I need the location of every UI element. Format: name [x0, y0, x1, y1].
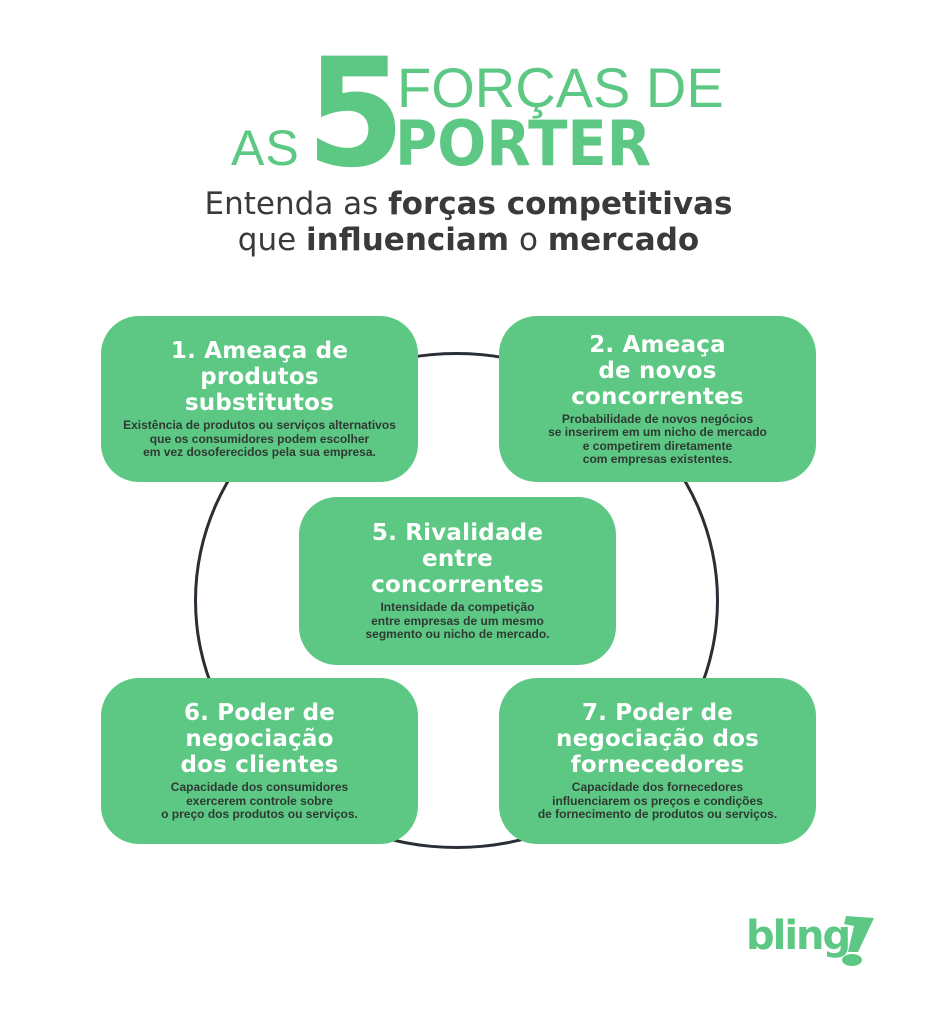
title-as: AS — [231, 120, 300, 176]
subtitle-emphasis: forças competitivas — [388, 186, 733, 222]
force-card-title: 6. Poder de negociação dos clientes — [180, 700, 339, 779]
force-card-competitive-rivalry: 5. Rivalidade entre concorrentes Intensi… — [299, 497, 616, 665]
force-card-buyer-power: 6. Poder de negociação dos clientes Capa… — [101, 678, 418, 844]
force-card-description: Capacidade dos consumidores exercerem co… — [161, 780, 358, 822]
force-card-description: Probabilidade de novos negócios se inser… — [548, 411, 767, 466]
force-card-description: Intensidade da competição entre empresas… — [365, 600, 550, 642]
subtitle-line-2: que influenciam o mercado — [0, 222, 937, 258]
connecting-circle — [194, 352, 719, 849]
title-porter: PORTER — [395, 107, 652, 180]
subtitle: Entenda as forças competitivas que influ… — [0, 186, 937, 258]
force-card-new-entrants: 2. Ameaça de novos concorrentes Probabil… — [499, 316, 816, 482]
logo-wordmark: bling — [746, 913, 851, 959]
title-forcas-de: FORÇAS DE — [397, 56, 724, 119]
force-card-title: 7. Poder de negociação dos fornecedores — [556, 700, 759, 779]
subtitle-text: que — [237, 222, 307, 258]
subtitle-text: o — [509, 222, 548, 258]
subtitle-emphasis: mercado — [547, 222, 700, 258]
force-card-description: Capacidade dos fornecedores influenciare… — [537, 780, 778, 822]
force-card-title: 2. Ameaça de novos concorrentes — [571, 331, 744, 410]
force-card-substitute-products: 1. Ameaça de produtos substitutos Existê… — [101, 316, 418, 482]
subtitle-emphasis: influenciam — [306, 222, 510, 258]
force-card-supplier-power: 7. Poder de negociação dos fornecedores … — [499, 678, 816, 844]
force-card-title: 1. Ameaça de produtos substitutos — [170, 338, 349, 417]
force-card-description: Existência de produtos ou serviços alter… — [123, 418, 396, 460]
force-card-title: 5. Rivalidade entre concorrentes — [371, 520, 544, 599]
subtitle-line-1: Entenda as forças competitivas — [0, 186, 937, 222]
bling-exclamation-logo-icon — [842, 916, 874, 966]
subtitle-text: Entenda as — [204, 186, 389, 222]
title-number-five: 5 — [306, 27, 406, 201]
bling-logo: bling — [746, 912, 876, 972]
infographic-title: AS 5 FORÇAS DE PORTER — [0, 0, 937, 190]
